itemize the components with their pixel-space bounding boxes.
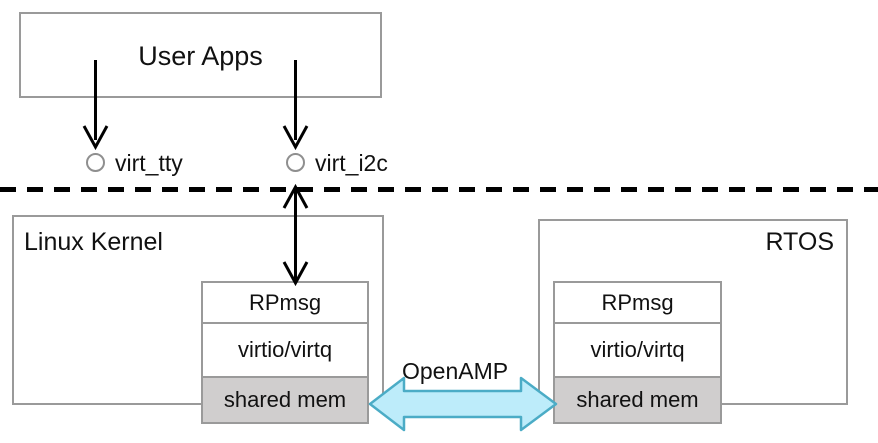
- linux-stack-row-virtio: virtio/virtq: [201, 322, 369, 378]
- rtos-stack-row-virtio: virtio/virtq: [553, 322, 722, 378]
- virt-i2c-label: virt_i2c: [315, 150, 388, 176]
- virt-tty-port-icon: [86, 153, 105, 172]
- linux-shared-mem-label: shared mem: [223, 387, 347, 412]
- rtos-rpmsg-label: RPmsg: [601, 289, 674, 315]
- linux-rpmsg-label: RPmsg: [248, 289, 322, 315]
- user-apps-box: [19, 12, 382, 98]
- rtos-virtio-label: virtio/virtq: [590, 337, 685, 362]
- rtos-label: RTOS: [765, 228, 834, 256]
- virt-i2c-port-icon: [286, 153, 305, 172]
- rtos-stack: RPmsg virtio/virtq shared mem: [553, 281, 722, 424]
- linux-kernel-label: Linux Kernel: [24, 228, 163, 256]
- linux-stack: RPmsg virtio/virtq shared mem: [201, 281, 369, 424]
- linux-stack-row-shared-mem: shared mem: [201, 376, 369, 424]
- openamp-double-arrow: [368, 376, 558, 432]
- virt-tty-label: virt_tty: [115, 150, 183, 176]
- rtos-shared-mem-label: shared mem: [576, 387, 699, 412]
- linux-virtio-label: virtio/virtq: [237, 337, 333, 362]
- openamp-label: OpenAMP: [402, 358, 509, 384]
- rtos-stack-row-rpmsg: RPmsg: [553, 281, 722, 324]
- rtos-stack-row-shared-mem: shared mem: [553, 376, 722, 424]
- user-apps-label: User Apps: [138, 41, 263, 71]
- linux-stack-row-rpmsg: RPmsg: [201, 281, 369, 324]
